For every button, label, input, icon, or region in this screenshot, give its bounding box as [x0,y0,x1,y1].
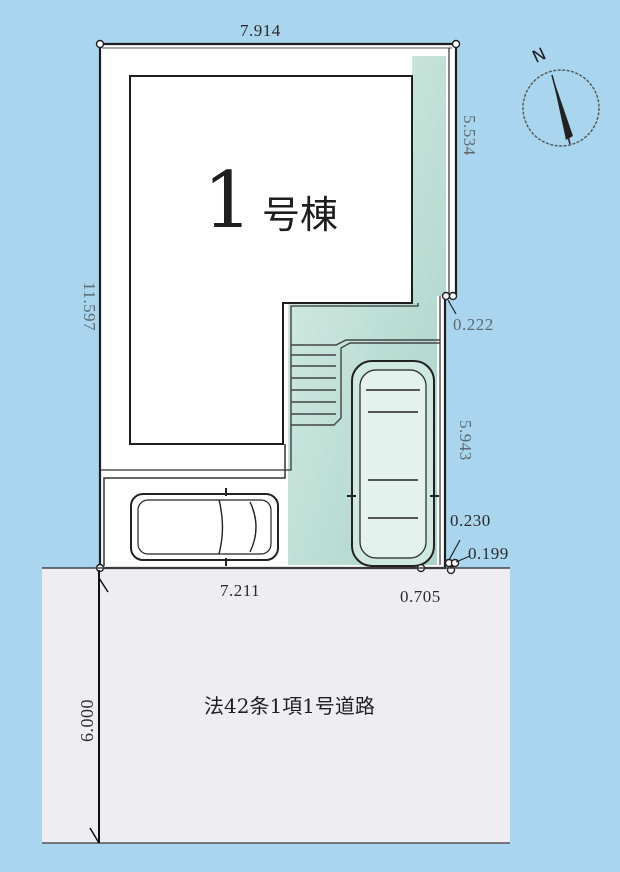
building-number: 1 [203,156,253,246]
road-area [42,568,510,843]
stairs [291,339,440,426]
building-suffix: 号棟 [262,193,339,237]
compass-icon [522,69,600,147]
dimension-road-width: 6.000 [77,699,97,742]
dimension-right-upper: 5.534 [460,115,479,156]
dimension-corner-a: 0.230 [450,511,491,530]
dimension-bottom-main: 7.211 [220,581,261,600]
car-vertical [347,360,439,567]
dimension-jog: 0.222 [453,315,494,334]
car-horizontal [130,488,279,566]
road-label: 法42条1項1号道路 [204,694,375,718]
dimension-right-lower: 5.943 [456,420,475,461]
dimension-left: 11.597 [80,282,99,332]
building-footprint [129,75,413,445]
dimension-corner-b: 0.199 [468,544,509,563]
dimension-bottom-corner: 0.705 [400,587,441,606]
dimension-top: 7.914 [240,21,281,40]
